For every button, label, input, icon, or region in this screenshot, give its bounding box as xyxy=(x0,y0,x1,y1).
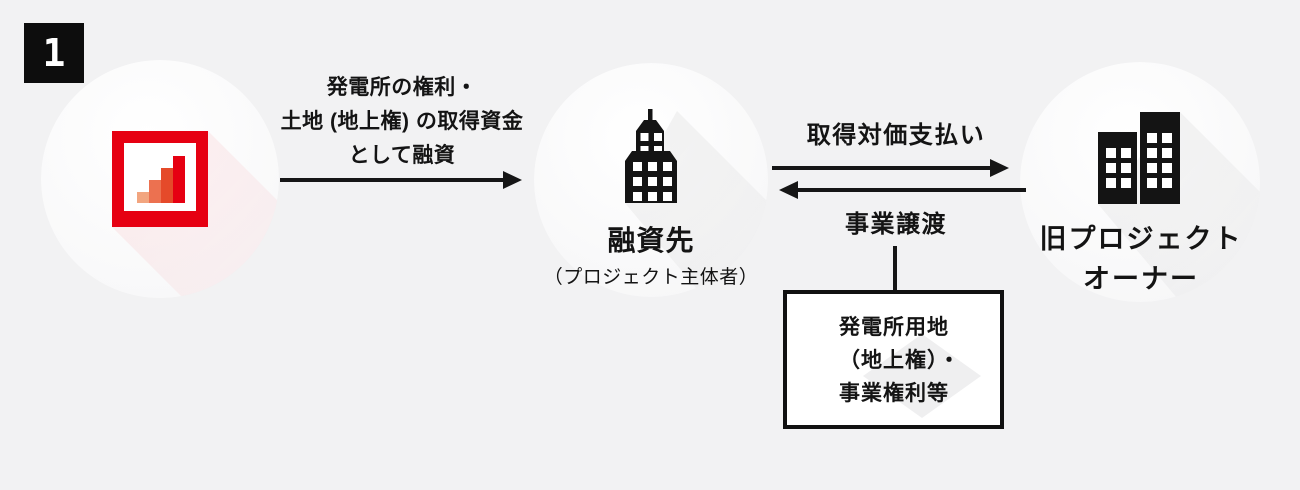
old-owner-name: 旧プロジェクト オーナー xyxy=(1020,219,1262,299)
transfer-box-connector-line xyxy=(893,246,897,291)
asset-box-line-1: 発電所用地 xyxy=(839,316,949,339)
transfer-arrow-label: 事業譲渡 xyxy=(845,211,947,238)
payment-arrow-label: 取得対価支払い xyxy=(806,122,986,149)
step-number-badge: 1 xyxy=(24,23,84,83)
logo-bar-2 xyxy=(149,180,161,203)
office-building-icon xyxy=(625,109,677,203)
asset-box-text: 発電所用地 （地上権）・ 事業権利等 xyxy=(787,294,1000,410)
asset-box-line-3: 事業権利等 xyxy=(839,382,949,405)
loan-arrow-label: 発電所の権利・ 土地 (地上権) の取得資金 として融資 xyxy=(266,71,538,173)
logo-bar-3 xyxy=(161,168,173,203)
asset-box-line-2: （地上権）・ xyxy=(839,349,961,372)
two-buildings-icon xyxy=(1098,112,1180,204)
buildings-long-shadow xyxy=(1098,112,1260,302)
loan-arrow-label-line-2: 土地 (地上権) の取得資金 xyxy=(280,110,524,133)
logo-bar-1 xyxy=(137,192,149,203)
asset-box: 発電所用地 （地上権）・ 事業権利等 xyxy=(783,290,1004,429)
loan-arrow xyxy=(280,171,522,189)
logo-bar-4 xyxy=(173,156,185,203)
borrower-circle xyxy=(534,63,768,297)
loan-arrow-label-line-3: として融資 xyxy=(348,144,456,167)
old-owner-name-line-2: オーナー xyxy=(1083,264,1199,294)
loan-arrow-label-line-1: 発電所の権利・ xyxy=(326,76,478,99)
payment-arrow xyxy=(772,159,1009,177)
borrower-subtitle: （プロジェクト主体者） xyxy=(543,267,759,288)
bar-chart-logo-icon xyxy=(112,131,208,227)
borrower-name: 融資先 xyxy=(607,225,695,256)
old-owner-name-line-1: 旧プロジェクト xyxy=(1039,224,1243,254)
old-owner-circle xyxy=(1020,62,1260,302)
transfer-arrow xyxy=(779,181,1026,199)
lender-circle xyxy=(41,60,279,298)
building-long-shadow xyxy=(625,111,768,297)
